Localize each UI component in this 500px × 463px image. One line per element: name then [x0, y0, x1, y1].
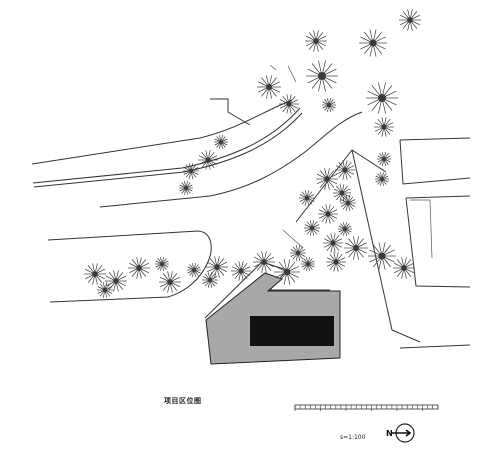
tree-symbol-icon — [368, 242, 396, 270]
tree-symbol-icon — [155, 257, 169, 271]
block-east — [399, 137, 471, 349]
tree-symbol-icon — [179, 181, 193, 195]
tree-symbol-icon — [305, 30, 327, 52]
road — [31, 64, 363, 208]
tree-symbol-icon — [323, 233, 343, 253]
tree-symbol-icon — [84, 263, 106, 285]
tree-symbol-icon — [128, 257, 150, 279]
tree-symbol-icon — [105, 270, 127, 292]
tree-symbol-icon — [97, 282, 113, 298]
tree-symbol-icon — [366, 82, 398, 114]
tree-symbol-icon — [375, 172, 389, 186]
tree-symbol-icon — [159, 271, 181, 293]
parcel-west — [47, 230, 212, 303]
tree-symbol-icon — [187, 263, 201, 277]
tree-symbol-icon — [198, 150, 218, 170]
tree-symbol-icon — [374, 117, 394, 137]
tree-symbol-icon — [377, 152, 391, 166]
tree-symbol-icon — [306, 60, 338, 92]
tree-symbol-icon — [316, 168, 338, 190]
tree-symbol-icon — [279, 94, 299, 114]
tree-layer — [84, 9, 421, 298]
scale-bar — [294, 404, 439, 411]
tree-symbol-icon — [214, 135, 228, 149]
tree-symbol-icon — [274, 259, 300, 285]
north-arrow-icon: N — [386, 423, 415, 443]
tree-symbol-icon — [318, 204, 338, 224]
tree-symbol-icon — [202, 272, 218, 288]
tree-symbol-icon — [326, 252, 346, 272]
tree-symbol-icon — [393, 257, 415, 279]
tree-symbol-icon — [253, 251, 275, 273]
drawing-title: 项目区位图 — [164, 397, 202, 405]
building — [205, 272, 341, 365]
tree-symbol-icon — [333, 184, 351, 202]
tree-symbol-icon — [301, 257, 315, 271]
tree-symbol-icon — [340, 195, 356, 211]
tree-symbol-icon — [338, 222, 352, 236]
tree-symbol-icon — [299, 190, 315, 206]
tree-symbol-icon — [206, 256, 228, 278]
tree-symbol-icon — [290, 245, 306, 261]
tree-symbol-icon — [344, 236, 368, 260]
tree-symbol-icon — [322, 98, 336, 112]
tree-symbol-icon — [335, 160, 355, 180]
tree-symbol-icon — [359, 29, 387, 57]
building-core — [250, 316, 334, 346]
north-label: N — [386, 429, 393, 438]
tree-symbol-icon — [257, 75, 281, 99]
tree-symbol-icon — [231, 261, 251, 281]
tree-symbol-icon — [183, 163, 199, 179]
tree-symbol-icon — [304, 220, 320, 236]
tree-symbol-icon — [399, 9, 421, 31]
scale-label: s=1:100 — [340, 434, 366, 441]
